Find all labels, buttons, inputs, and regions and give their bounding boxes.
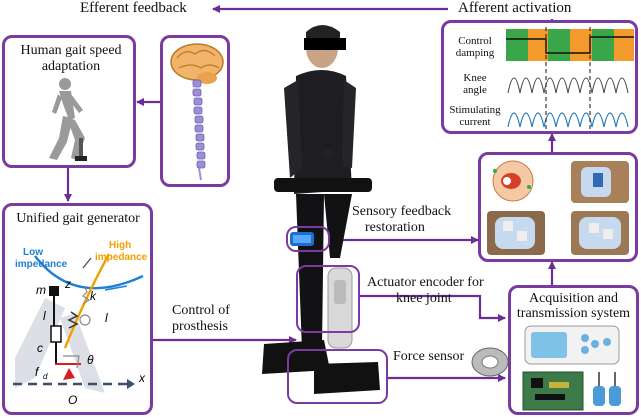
symbol-fd: f xyxy=(35,365,40,379)
efferent-feedback-label: Efferent feedback xyxy=(80,0,187,16)
human-gait-title-line1: Human gait speed xyxy=(20,43,122,58)
arrow-encoder-to-acq xyxy=(360,294,506,322)
subject-wearing-prosthesis xyxy=(262,25,380,394)
encoder-label-line1: Actuator encoder for xyxy=(367,275,484,290)
acquisition-title-line2: transmission system xyxy=(516,306,631,321)
plot-label-knee-line2: angle xyxy=(463,84,487,96)
symbol-k: k xyxy=(90,289,97,303)
symbol-fd-sub: d xyxy=(43,372,48,381)
sensory-feedback-label-line1: Sensory feedback xyxy=(352,204,452,219)
gait-generator-box: Unified gait generator Low impedance Hig… xyxy=(2,203,153,415)
force-sensor-label: Force sensor xyxy=(393,349,465,364)
symbol-z: z xyxy=(64,277,71,291)
sensory-feedback-images xyxy=(487,160,629,255)
label-low-impedance-2: impedance xyxy=(15,259,68,270)
afferent-activation-label: Afferent activation xyxy=(458,0,572,16)
label-high-impedance-2: impedance xyxy=(95,252,148,263)
encoder-label-line2: knee joint xyxy=(396,291,452,306)
symbol-o: O xyxy=(68,393,77,407)
symbol-l-left: l xyxy=(43,309,46,323)
symbol-c: c xyxy=(37,341,43,355)
plot-label-current-line1: Stimulating xyxy=(449,104,501,116)
sensory-feedback-label-line2: restoration xyxy=(365,220,425,235)
symbol-theta: θ xyxy=(87,353,94,367)
control-of-prosthesis-line2: prosthesis xyxy=(172,319,228,334)
thigh-device-highlight xyxy=(286,226,330,252)
knee-encoder-highlight xyxy=(296,265,360,333)
force-sensor-highlight xyxy=(287,349,388,404)
acquisition-hardware xyxy=(522,325,621,411)
force-sensor-device xyxy=(471,347,509,377)
label-high-impedance-1: High xyxy=(109,240,131,251)
control-plots-box: Control damping Knee angle Stimulating c… xyxy=(441,20,638,134)
gait-generator-diagram: Low impedance High impedance m z k l l c… xyxy=(13,240,148,407)
control-of-prosthesis-line1: Control of xyxy=(172,303,230,318)
acquisition-title-line1: Acquisition and xyxy=(528,291,619,306)
walking-person-figure xyxy=(49,78,87,161)
plot-label-current-line2: current xyxy=(459,116,491,128)
symbol-x: x xyxy=(138,371,146,385)
brain-spinal-cord-illustration xyxy=(170,43,224,181)
control-signal-plots xyxy=(506,27,634,131)
label-low-impedance-1: Low xyxy=(23,247,43,258)
acquisition-box: Acquisition and transmission system xyxy=(508,285,639,415)
plot-label-control-damping: Control damping xyxy=(455,35,495,59)
symbol-m: m xyxy=(36,283,46,297)
plot-label-knee-line1: Knee xyxy=(463,72,487,84)
human-gait-title-line2: adaptation xyxy=(41,59,101,74)
human-gait-box: Human gait speed adaptation xyxy=(2,35,136,168)
gait-generator-title: Unified gait generator xyxy=(16,211,140,226)
brain-spine-box xyxy=(160,35,230,187)
sensory-image-grid-box xyxy=(478,152,638,262)
symbol-l-right: l xyxy=(105,311,108,325)
